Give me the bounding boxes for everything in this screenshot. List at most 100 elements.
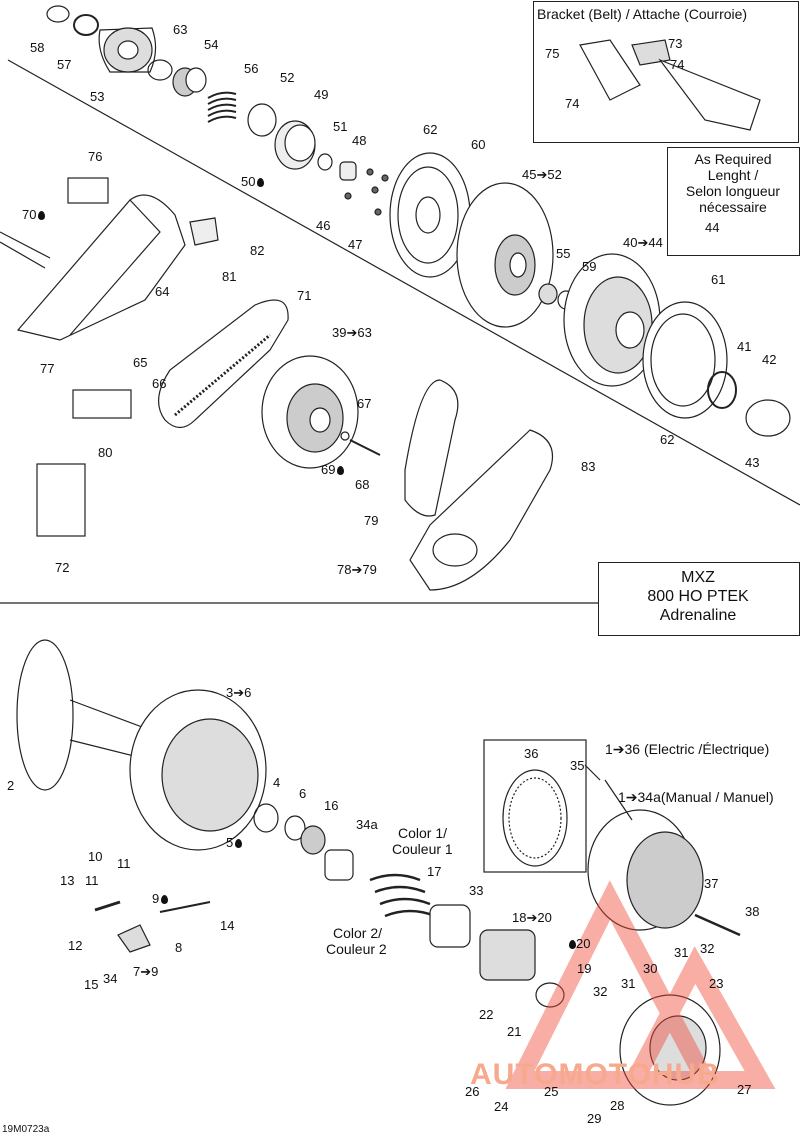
part-label: 54 (204, 37, 219, 52)
part-label: 63 (173, 22, 188, 37)
part-80-decal (72, 389, 132, 419)
part-label: 31 (621, 976, 636, 991)
required-line-4: nécessaire (699, 199, 767, 215)
electric-label: 1➔36 (Electric /Électrique) (605, 741, 770, 757)
drawing-code: 19M0723a (2, 1124, 50, 1135)
required-line-1: As Required (694, 151, 772, 167)
part-48-bushing (339, 161, 357, 181)
part-6-ring (284, 815, 306, 841)
part-43-cap (745, 399, 791, 437)
part-label: 74 (565, 96, 580, 111)
part-label: 21 (507, 1024, 522, 1039)
part-label: 19 (577, 961, 592, 976)
part-61-cover (642, 301, 728, 419)
part-label: 73 (668, 36, 683, 51)
part-label: 24 (494, 1099, 509, 1114)
frame-segment (658, 58, 761, 131)
part-label: 33 (469, 883, 484, 898)
lubricant-drop-icon (569, 940, 576, 949)
part-79-gasket (404, 379, 459, 517)
bracket-box-title: Bracket (Belt) / Attache (Courroie) (537, 6, 748, 22)
part-screw (381, 174, 389, 182)
part-label: 65 (133, 355, 148, 370)
part-38-bolt (694, 913, 741, 937)
part-label: 14 (220, 918, 235, 933)
assembly-axis-line (7, 59, 800, 506)
part-label: 39➔63 (332, 325, 372, 340)
part-label: 57 (57, 57, 72, 72)
part-label: 23 (709, 976, 724, 991)
part-label: 8 (175, 940, 183, 955)
part-68-bolt (349, 439, 381, 456)
color1-line-2: Couleur 1 (392, 841, 453, 857)
manual-label: 1➔34a(Manual / Manuel) (618, 789, 774, 805)
part-label: 17 (427, 864, 442, 879)
model-title-line-1: MXZ (681, 569, 715, 586)
part-label: 22 (479, 1007, 494, 1022)
part-label: 48 (352, 133, 367, 148)
part-label: 79 (364, 513, 379, 528)
part-78-cover (409, 429, 554, 591)
part-3-6-sliding-half (129, 689, 267, 851)
part-label: 62 (660, 432, 675, 447)
part-49-cover (274, 120, 316, 170)
part-label: 51 (333, 119, 348, 134)
part-2-fixed-half (16, 639, 151, 791)
part-screw (374, 208, 382, 216)
part-label: 31 (674, 945, 689, 960)
part-12-pin (94, 900, 121, 912)
part-label: 25 (544, 1084, 559, 1099)
part-label: 45➔52 (522, 167, 562, 182)
part-77-belt-guard (16, 194, 186, 341)
part-75-bracket (579, 39, 641, 101)
part-label: 44 (705, 220, 720, 235)
part-label: 11 (85, 873, 99, 888)
part-label: 83 (581, 459, 596, 474)
ring-gear-box (483, 739, 587, 873)
part-label: 6 (299, 786, 307, 801)
part-53-spider (98, 27, 157, 73)
part-label: 60 (471, 137, 486, 152)
part-label: 77 (40, 361, 55, 376)
part-57-ring (73, 14, 99, 36)
part-51-ring (317, 153, 333, 171)
part-label-with-drop: 50 (241, 175, 265, 189)
part-label: 26 (465, 1084, 480, 1099)
part-label: 13 (60, 873, 75, 888)
part-56-spring (207, 91, 237, 123)
part-label: 56 (244, 61, 259, 76)
part-58-ring (46, 5, 70, 23)
part-label: 58 (30, 40, 45, 55)
leader-line (584, 764, 633, 821)
part-1-36-pulley (587, 809, 704, 931)
bracket-box (533, 1, 799, 143)
lubricant-drop-icon (38, 211, 46, 220)
part-label-with-drop: 69 (321, 463, 345, 477)
part-label: 72 (55, 560, 70, 575)
part-label: 34 (103, 971, 118, 986)
part-label: 81 (222, 269, 237, 284)
part-label-with-drop: 9 (152, 892, 169, 906)
part-81-bracket (189, 217, 219, 246)
part-73-clip (631, 39, 671, 66)
lubricant-drop-icon (161, 895, 169, 904)
part-label: 3➔6 (226, 685, 252, 700)
required-line-3: Selon longueur (685, 183, 781, 199)
part-40-44-sheave (563, 253, 661, 387)
part-41-ring (707, 371, 737, 409)
part-label: 49 (314, 87, 329, 102)
part-label: 62 (423, 122, 438, 137)
part-label: 34a (356, 817, 378, 832)
part-label: 41 (737, 339, 752, 354)
part-18-20-spider (479, 929, 536, 981)
part-label: 37 (704, 876, 719, 891)
part-label: 52 (280, 70, 295, 85)
part-label: 75 (545, 46, 560, 61)
part-39-63-pulley (261, 355, 359, 469)
part-45-52-sheave (456, 182, 554, 328)
part-label: 78➔79 (337, 562, 377, 577)
part-33-bushing (429, 904, 471, 948)
part-label: 32 (700, 941, 715, 956)
color2-line-2: Couleur 2 (326, 941, 387, 957)
part-label: 15 (84, 977, 99, 992)
